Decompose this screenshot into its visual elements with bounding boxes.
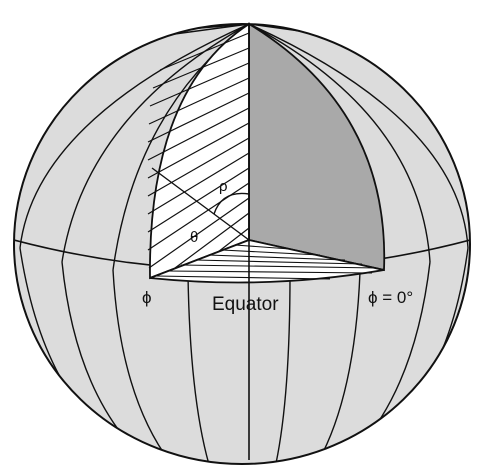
theta-arc (213, 192, 250, 215)
phi-zero-label: ϕ = 0° (368, 288, 413, 307)
phi-label: ϕ (142, 288, 152, 307)
equator-label: Equator (212, 294, 279, 315)
shaded-wedge (248, 22, 386, 272)
hatched-plane (147, 22, 250, 280)
radius-vector (151, 167, 250, 241)
equatorial-wedge (149, 239, 385, 284)
rho-label: ρ (219, 178, 228, 195)
theta-label: θ (190, 229, 198, 246)
